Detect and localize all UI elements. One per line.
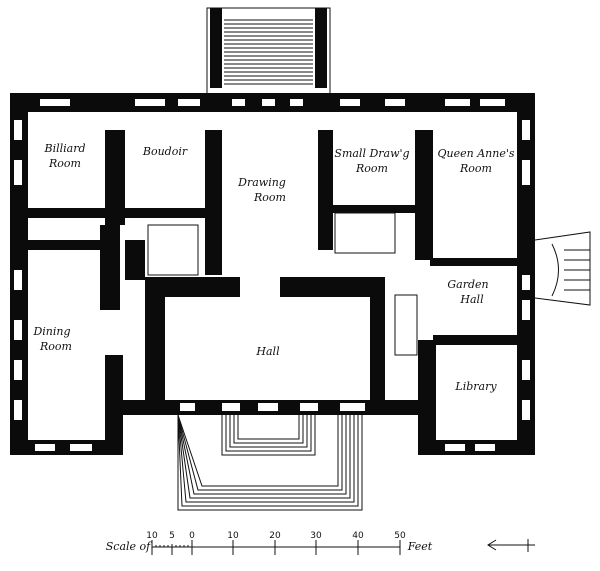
room-label-billiard: Billiard xyxy=(43,142,85,155)
scale-tick-label: 40 xyxy=(352,531,364,541)
scale-tick-label: 10 xyxy=(227,531,239,541)
room-label-dining-2: Room xyxy=(39,340,72,353)
scale-tick-label: 5 xyxy=(169,531,175,541)
scale-unit: Feet xyxy=(407,540,433,553)
room-label-billiard-2: Room xyxy=(48,157,81,170)
room-label-dining: Dining xyxy=(32,325,70,338)
scale-tick-label: 50 xyxy=(394,531,406,541)
room-label-queen-anne: Queen Anne's xyxy=(438,147,515,160)
room-label-library: Library xyxy=(454,380,497,393)
south-entrance-steps xyxy=(177,414,363,511)
north-portico-steps xyxy=(206,7,331,95)
room-label-queen-anne-2: Room xyxy=(459,162,492,175)
room-label-small-drawing: Small Draw'g xyxy=(334,147,409,160)
scale-tick-label: 0 xyxy=(189,531,195,541)
svg-text:Library: Library xyxy=(454,380,497,393)
room-label-garden-hall: Garden xyxy=(447,278,488,291)
north-arrow-icon xyxy=(487,539,535,552)
svg-text:Boudoir: Boudoir xyxy=(142,145,188,158)
svg-text:Hall: Hall xyxy=(255,345,280,358)
scale-tick-label: 20 xyxy=(269,531,281,541)
room-label-small-drawing-2: Room xyxy=(355,162,388,175)
room-label-boudoir: Boudoir xyxy=(142,145,188,158)
scale-prefix: Scale of xyxy=(106,540,152,553)
east-garden-steps xyxy=(534,231,591,306)
scale-tick-label: 30 xyxy=(310,531,322,541)
room-label-hall: Hall xyxy=(255,345,280,358)
room-label-drawing: Drawing xyxy=(237,176,286,189)
room-label-garden-hall-2: Hall xyxy=(459,293,484,306)
scale-tick-label: 10 xyxy=(146,531,158,541)
room-label-drawing-2: Room xyxy=(253,191,286,204)
